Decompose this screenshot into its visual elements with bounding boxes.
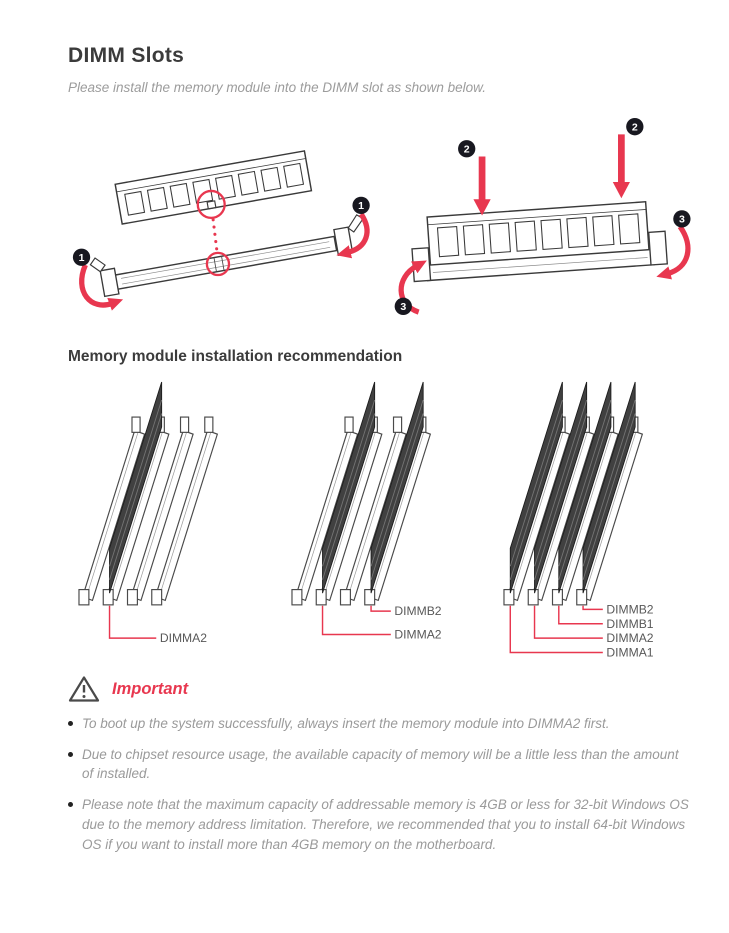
latch-open-arrow-left bbox=[79, 263, 124, 311]
latch-close-arrow-left bbox=[398, 260, 427, 315]
note-item: Due to chipset resource usage, the avail… bbox=[68, 745, 693, 784]
notes-list: To boot up the system successfully, alwa… bbox=[68, 714, 693, 854]
alignment-dotted-line bbox=[211, 218, 219, 254]
slot-with-module bbox=[410, 201, 668, 283]
diagram-module-insertion: 1 1 bbox=[72, 150, 370, 311]
step-badge-3: 3 bbox=[394, 297, 412, 315]
page-subtitle: Please install the memory module into th… bbox=[68, 80, 486, 95]
memory-chips bbox=[436, 213, 640, 258]
latch-open-arrow-right bbox=[336, 212, 370, 259]
note-text: To boot up the system successfully, alwa… bbox=[82, 716, 610, 731]
note-text: Please note that the maximum capacity of… bbox=[82, 797, 689, 852]
slot-label: DIMMB2 bbox=[394, 604, 441, 618]
step-badge-3b: 3 bbox=[672, 210, 691, 228]
memory-module bbox=[114, 150, 313, 225]
left-latch bbox=[99, 267, 120, 298]
bullet-icon bbox=[68, 721, 73, 726]
step-number: 3 bbox=[679, 214, 685, 226]
note-item: To boot up the system successfully, alwa… bbox=[68, 714, 693, 734]
step-badge-1b: 1 bbox=[352, 196, 370, 214]
notch-highlight-ring bbox=[196, 189, 226, 219]
warning-icon bbox=[68, 676, 100, 702]
slot-label: DIMMA2 bbox=[607, 631, 654, 645]
slot-label: DIMMB2 bbox=[607, 602, 654, 616]
important-label: Important bbox=[112, 679, 189, 698]
slot-configurations: DIMMA2 DIMMB2 DIMMA2 DIMMB2 bbox=[70, 374, 693, 665]
latch-close-arrow-right bbox=[655, 225, 691, 280]
page-title: DIMM Slots bbox=[68, 44, 185, 67]
leader-line bbox=[558, 605, 604, 625]
step-number: 2 bbox=[463, 143, 469, 155]
note-text: Due to chipset resource usage, the avail… bbox=[82, 746, 679, 782]
leader-line bbox=[321, 605, 391, 636]
slot-label: DIMMA1 bbox=[607, 646, 654, 660]
key-highlight-ring bbox=[205, 251, 231, 277]
step-badge-2b: 2 bbox=[625, 118, 644, 136]
right-latch bbox=[647, 230, 668, 266]
leader-line bbox=[370, 605, 391, 612]
bullet-icon bbox=[68, 751, 73, 757]
step-number: 1 bbox=[358, 200, 364, 212]
section-title: Memory module installation recommendatio… bbox=[68, 348, 403, 365]
diagram-module-seating: 2 2 3 3 bbox=[394, 118, 691, 315]
step-badge-1: 1 bbox=[72, 248, 91, 266]
installation-diagrams: 1 1 bbox=[70, 109, 693, 324]
config-diagram-3: DIMMB2 DIMMB1 DIMMA2 DIMMA1 bbox=[503, 381, 654, 660]
config-diagram-2: DIMMB2 DIMMA2 bbox=[291, 381, 441, 642]
manual-page: DIMM Slots Please install the memory mod… bbox=[68, 44, 693, 854]
slot-label: DIMMA2 bbox=[394, 628, 441, 642]
leader-line bbox=[582, 605, 604, 611]
important-section: Important bbox=[68, 675, 693, 703]
slot-key bbox=[213, 257, 217, 272]
config-diagram-1: DIMMA2 bbox=[78, 381, 218, 645]
slot-label: DIMMB1 bbox=[607, 617, 654, 631]
note-item: Please note that the maximum capacity of… bbox=[68, 795, 693, 854]
step-number: 3 bbox=[400, 301, 406, 313]
bullet-icon bbox=[68, 802, 73, 808]
dimm-slot bbox=[89, 214, 365, 298]
leader-line bbox=[534, 605, 604, 639]
leader-line bbox=[509, 605, 604, 654]
memory-chips bbox=[124, 162, 305, 216]
module-notch bbox=[206, 200, 217, 210]
step-number: 2 bbox=[631, 121, 637, 133]
leader-line bbox=[108, 605, 157, 639]
slot-label: DIMMA2 bbox=[160, 631, 207, 645]
step-number: 1 bbox=[79, 252, 85, 264]
step-badge-2: 2 bbox=[457, 140, 475, 158]
